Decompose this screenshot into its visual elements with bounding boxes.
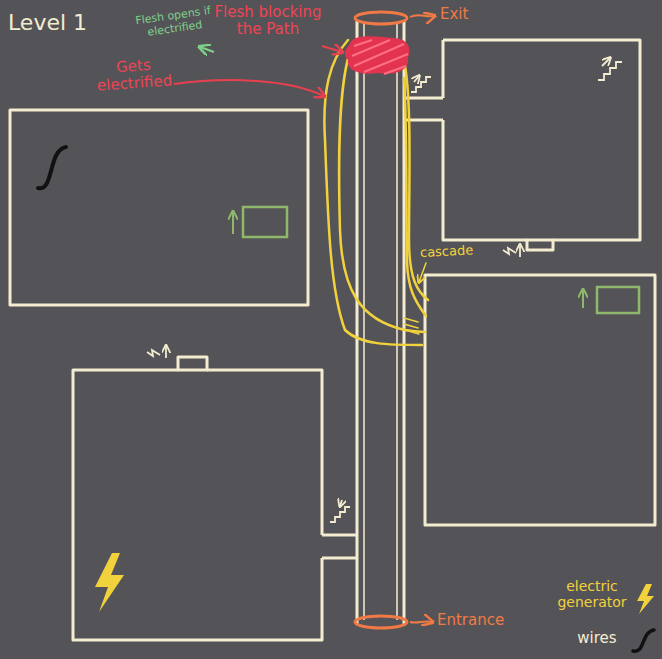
label-wrap: Gets electrified (85, 55, 183, 96)
title-wrap: Level 1 (8, 10, 87, 35)
entrance-label: Entrance (437, 612, 537, 629)
note-text: Flesh opens if electrified (125, 3, 224, 41)
zigzag-icon (147, 350, 160, 356)
up-arrow (582, 290, 584, 308)
legend-entry: wires (566, 630, 628, 647)
entrance-portal (355, 616, 407, 628)
room-outline (10, 110, 308, 305)
label-wrap: Entrance (437, 612, 537, 629)
door-tab (178, 357, 207, 370)
wires (324, 40, 428, 345)
callout-text: Flesh blocking the Path (214, 4, 322, 39)
switch-panel (243, 207, 287, 237)
legend-text: wires (566, 630, 628, 647)
switch-panel (597, 287, 639, 313)
leader-arrow (419, 263, 426, 282)
exit-label: Exit (440, 6, 500, 23)
wire (404, 78, 426, 316)
up-arrow (414, 76, 419, 82)
leader-arrow (410, 621, 432, 622)
generator-icon (95, 553, 124, 612)
flesh-fill (345, 36, 410, 73)
label-wrap: Exit (440, 6, 500, 23)
rooms (10, 20, 655, 640)
room-outline (425, 275, 655, 525)
label-wrap: Flesh opens if electrified (125, 3, 224, 41)
flesh-blob (345, 36, 410, 74)
corridor-wall (357, 20, 404, 625)
door-tab (527, 240, 553, 250)
cascade-marks (404, 318, 419, 334)
leader-arrow (174, 80, 324, 96)
wire (339, 46, 425, 332)
label-wrap: Flesh blocking the Path (214, 4, 322, 39)
exit-portal (355, 12, 407, 24)
up-arrow (165, 346, 167, 358)
leader-arrow (200, 47, 214, 52)
legend-entry: electric generator (548, 578, 636, 610)
stairs-icon (411, 77, 431, 92)
legend-generator-sample (637, 584, 654, 614)
legend-wires-sample (633, 630, 654, 651)
legend-text: electric generator (548, 578, 636, 610)
level-title: Level 1 (8, 10, 87, 35)
label-wrap: cascade (420, 242, 501, 261)
room-outline (73, 370, 322, 640)
passage (322, 535, 357, 558)
up-arrow (519, 245, 521, 257)
stairs-icons (147, 58, 622, 522)
stairs-icon (598, 62, 622, 80)
wires-icon (38, 147, 66, 188)
up-arrow (232, 212, 234, 234)
leader-arrow (322, 46, 342, 52)
up-arrow (602, 58, 610, 66)
room-outline (443, 40, 640, 240)
down-arrow (340, 500, 342, 506)
stairs-icon (330, 507, 350, 522)
callout-text: Gets electrified (85, 55, 183, 96)
zigzag-icon (503, 248, 516, 254)
flesh-hatch (352, 40, 408, 74)
leader-arrow (410, 15, 434, 17)
cascade-label: cascade (420, 242, 501, 261)
